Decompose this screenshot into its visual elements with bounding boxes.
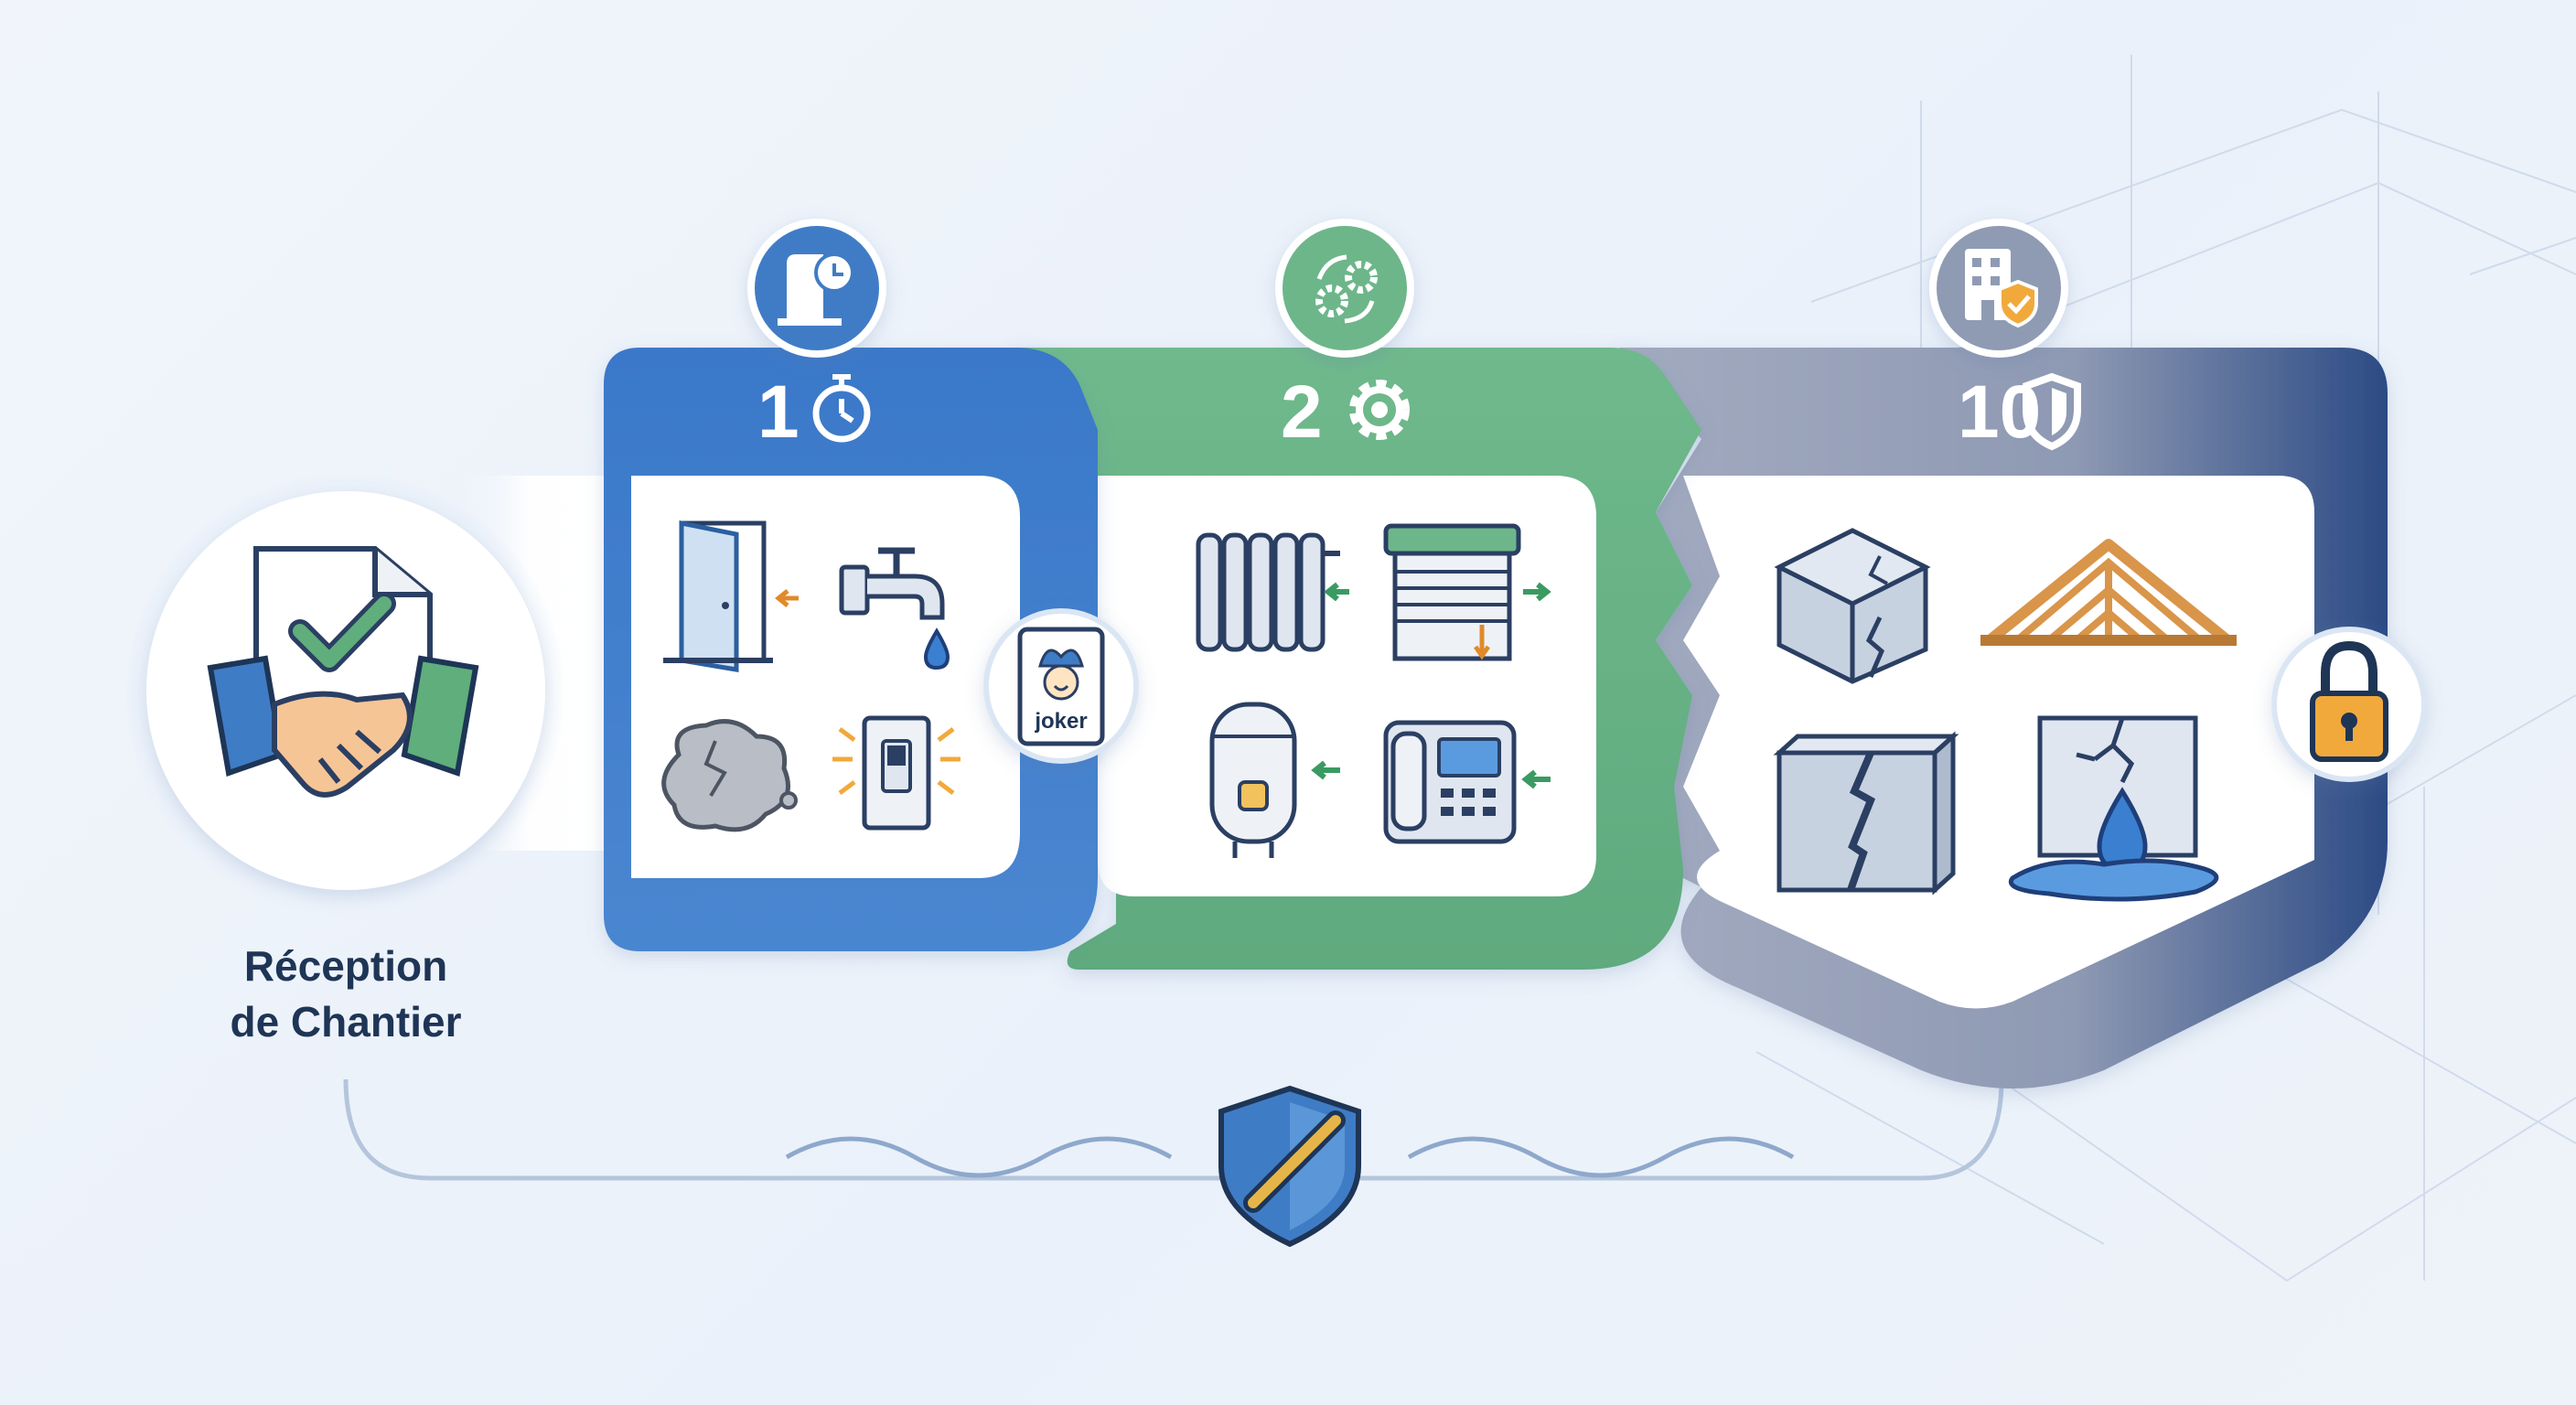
handshake-document-check-icon [207, 546, 479, 798]
stopwatch-icon [812, 374, 871, 443]
water-leak-icon [2008, 715, 2219, 902]
guarantee-1-year-block: 1 [604, 219, 1139, 951]
roller-shutter-icon [1383, 523, 1551, 661]
chain-shield-icon [1218, 1085, 1361, 1248]
building-shield-icon [1965, 249, 2038, 328]
timeline-connector [343, 1078, 2004, 1181]
roof-truss-icon [1980, 539, 2237, 646]
guarantee-2-number: 2 [1281, 370, 1323, 454]
reception-label-line1: Réception [244, 942, 447, 990]
wall-crack-stain-icon [661, 719, 798, 832]
door-icon [663, 520, 799, 672]
gear-icon [1349, 380, 1410, 440]
reception-label-line2: de Chantier [230, 998, 461, 1046]
water-heater-icon [1209, 702, 1340, 858]
cracked-cube-icon [1774, 528, 1931, 684]
radiator-icon [1196, 532, 1349, 652]
reception-node: Réception de Chantier [126, 471, 565, 1046]
guarantee-1-number: 1 [757, 370, 800, 454]
door-clock-icon [778, 252, 854, 326]
shield-icon [2023, 372, 2081, 451]
water-tap-icon [839, 547, 950, 670]
light-switch-icon [832, 715, 961, 831]
gears-cycle-icon [1315, 254, 1378, 324]
padlock-icon [2310, 640, 2388, 762]
intercom-phone-icon [1383, 720, 1551, 844]
cracked-wall-icon [1773, 731, 1959, 896]
guarantee-10-year-block: 10 [1610, 219, 2427, 1089]
joker-card-label: joker [1034, 709, 1087, 734]
joker-card-icon: joker [1017, 627, 1105, 746]
guarantee-2-year-block: 2 [1015, 219, 1701, 970]
